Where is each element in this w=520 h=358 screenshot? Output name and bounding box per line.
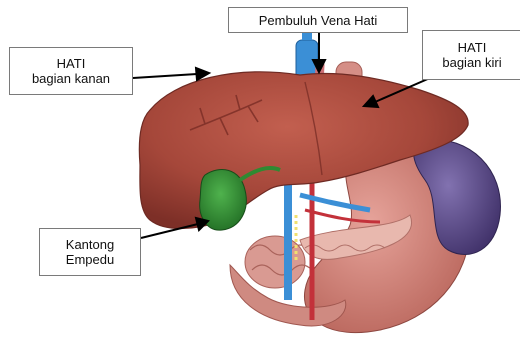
label-hati-bagian-kanan: HATI bagian kanan [9,47,133,95]
label-kanan-line1: HATI [57,56,86,71]
label-hati-bagian-kiri: HATI bagian kiri [422,30,520,80]
label-kantong-empedu: Kantong Empedu [39,228,141,276]
label-empedu-line1: Kantong [66,237,114,252]
label-pembuluh-vena-hati: Pembuluh Vena Hati [228,7,408,33]
label-kanan-line2: bagian kanan [32,71,110,86]
label-kiri-line2: bagian kiri [442,55,501,70]
label-empedu-line2: Empedu [66,252,114,267]
label-vena-text: Pembuluh Vena Hati [259,13,378,28]
label-kiri-line1: HATI [458,40,487,55]
